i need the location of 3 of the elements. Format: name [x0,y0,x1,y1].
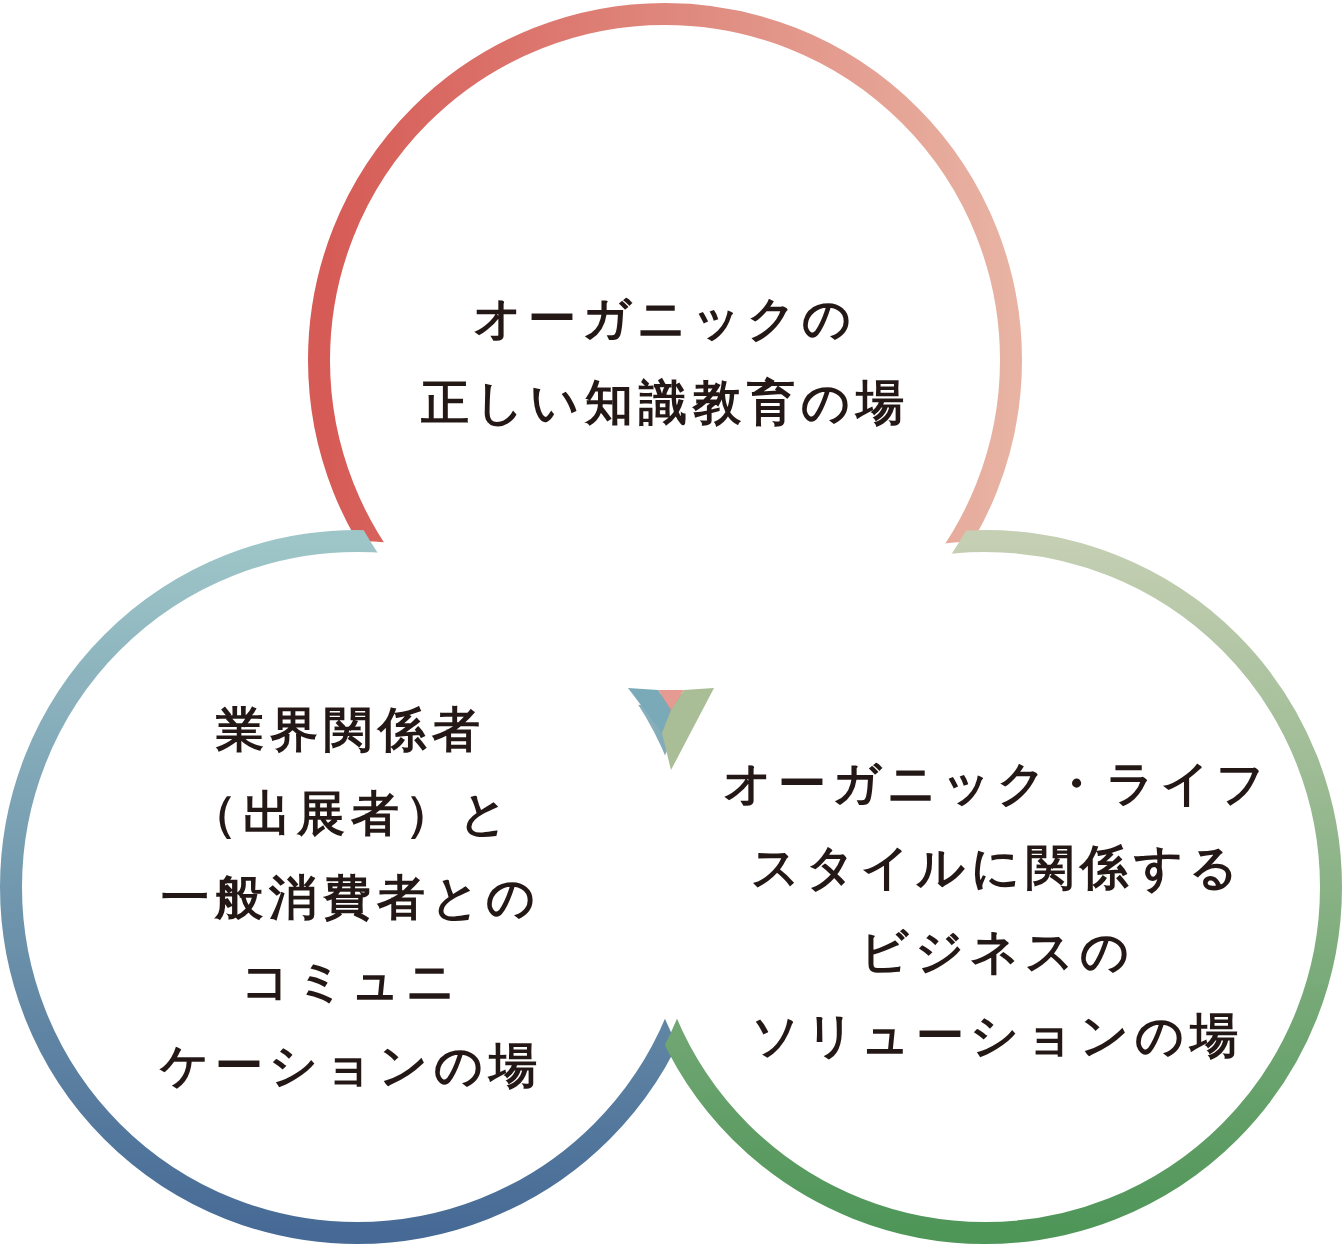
circle-text: 業界関係者（出展者）と一般消費者とのコミュニケーションの場 [159,700,543,1095]
circle-text: オーガニックの正しい知識教育の場 [420,289,910,432]
circle-text: オーガニック・ライフスタイルに関係するビジネスのソリューションの場 [723,754,1271,1065]
